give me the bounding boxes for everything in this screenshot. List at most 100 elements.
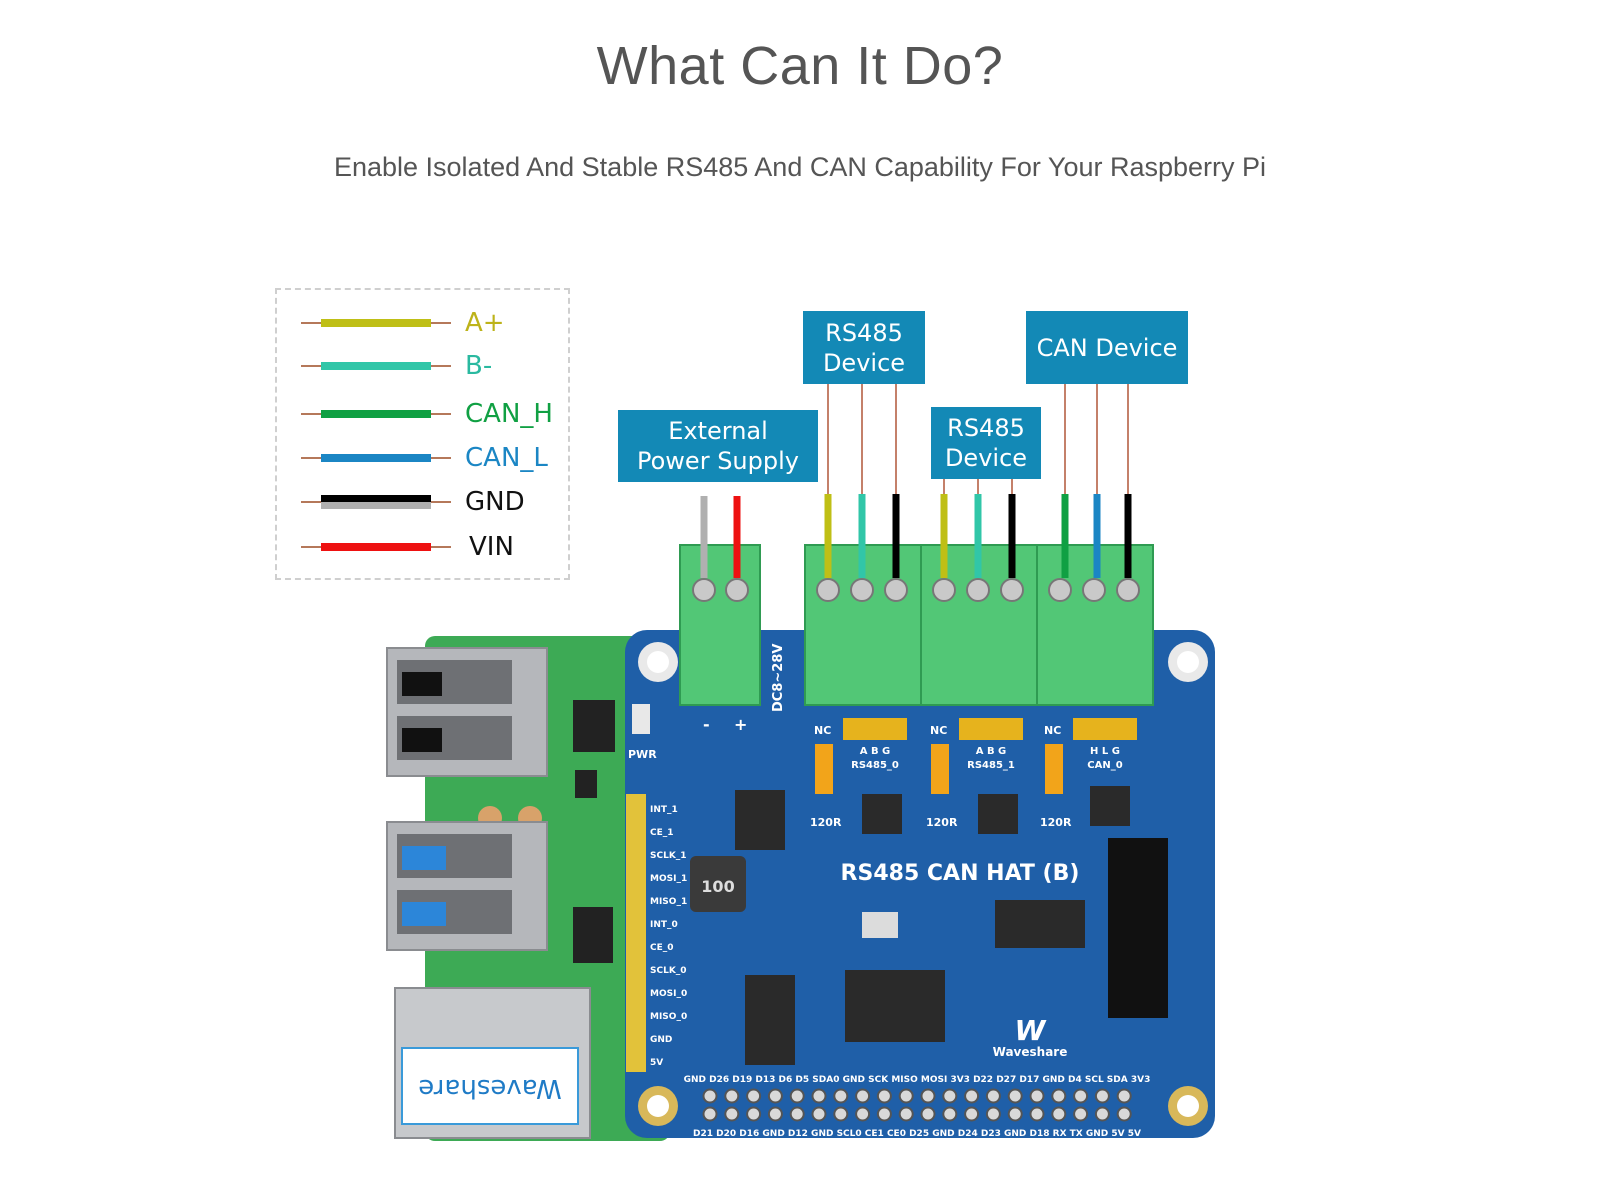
- gpio-pin: [942, 1088, 958, 1104]
- side-pin-label: CE_0: [650, 943, 674, 953]
- nc-label: NC: [930, 724, 947, 737]
- wire-legend: A+ B- CAN_H CAN_L GND VIN: [275, 288, 570, 580]
- mcp2515-chip: [845, 970, 945, 1042]
- side-pin-labels: INT_1CE_1SCLK_1MOSI_1MISO_1INT_0CE_0SCLK…: [650, 805, 687, 1068]
- isolator-chip: [735, 790, 785, 850]
- callout-external-power-supply: External Power Supply: [618, 410, 818, 482]
- gpio-pin: [702, 1106, 718, 1122]
- jumper-rs485-1: NC A B G RS485_1 120R: [926, 718, 1023, 834]
- waveshare-logo-icon: W: [1015, 1014, 1047, 1047]
- jumper-name-label: CAN_0: [1087, 760, 1122, 771]
- side-pin-label: MOSI_1: [650, 874, 687, 884]
- gpio-pin: [942, 1106, 958, 1122]
- inductor-label: 100: [701, 877, 734, 896]
- power-plus-label: +: [734, 715, 747, 734]
- side-pin-header: [626, 794, 646, 1072]
- jumper-pins-label: H L G: [1090, 746, 1120, 757]
- legend-label: CAN_L: [465, 443, 548, 473]
- callout-rs485-device-2: RS485 Device: [931, 407, 1041, 479]
- callout-line-1: CAN Device: [1036, 333, 1178, 362]
- legend-item-b-minus: B-: [277, 349, 572, 385]
- gpio-pin: [1094, 1088, 1110, 1104]
- gpio-pin: [855, 1088, 871, 1104]
- jumper-rs485-0: NC A B G RS485_0 120R: [810, 718, 907, 834]
- gpio-pin: [811, 1088, 827, 1104]
- term-label: 120R: [1040, 816, 1072, 829]
- gpio-pin: [920, 1088, 936, 1104]
- jumper-name-label: RS485_1: [967, 760, 1015, 771]
- callout-can-device: CAN Device: [1026, 311, 1188, 384]
- legend-label: CAN_H: [465, 399, 553, 429]
- gpio-pin: [767, 1088, 783, 1104]
- pwr-label: PWR: [628, 748, 657, 761]
- gpio-pin: [876, 1088, 892, 1104]
- vin-swatch: [321, 543, 431, 551]
- legend-label: VIN: [469, 532, 514, 562]
- board-name: RS485 CAN HAT (B): [841, 861, 1080, 886]
- gpio-pin: [1073, 1106, 1089, 1122]
- brand-label: Waveshare: [993, 1045, 1068, 1059]
- gpio-pin: [746, 1088, 762, 1104]
- page-subtitle: Enable Isolated And Stable RS485 And CAN…: [333, 152, 1267, 182]
- callout-line-1: RS485: [947, 414, 1025, 442]
- gpio-pin: [702, 1088, 718, 1104]
- gpio-pin: [724, 1088, 740, 1104]
- sc16-chip: [745, 975, 795, 1065]
- side-pin-label: INT_0: [650, 920, 678, 930]
- legend-label: GND: [465, 487, 525, 517]
- jumper-pins-label: A B G: [976, 746, 1007, 757]
- side-pin-label: INT_1: [650, 805, 678, 815]
- legend-label: B-: [465, 351, 493, 381]
- gpio-pin: [855, 1106, 871, 1122]
- legend-item-can-l: CAN_L: [277, 441, 572, 477]
- ethernet-port: Waveshare: [394, 987, 591, 1139]
- gpio-pin: [1116, 1088, 1132, 1104]
- jumper-pins-label: A B G: [860, 746, 891, 757]
- can-l-swatch: [321, 454, 431, 462]
- gpio-pin: [898, 1088, 914, 1104]
- transceiver-chip: [995, 900, 1085, 948]
- gpio-pin: [1116, 1106, 1132, 1122]
- gpio-pin: [833, 1106, 849, 1122]
- side-pin-label: MISO_1: [650, 897, 687, 907]
- power-terminal-block: [679, 544, 761, 706]
- ethernet-sticker-text: Waveshare: [418, 1073, 561, 1103]
- pi-chip: [573, 700, 615, 752]
- gpio-pin: [1073, 1088, 1089, 1104]
- a-plus-swatch: [321, 319, 431, 327]
- legend-item-vin: VIN: [277, 530, 572, 566]
- crystal: [862, 912, 898, 938]
- side-pin-label: MOSI_0: [650, 989, 687, 999]
- gpio-pin: [985, 1106, 1001, 1122]
- gpio-pin: [876, 1106, 892, 1122]
- gpio-pin: [811, 1106, 827, 1122]
- gpio-pin: [985, 1088, 1001, 1104]
- legend-item-can-h: CAN_H: [277, 397, 572, 433]
- voltage-label: DC8~28V: [771, 644, 786, 712]
- term-label: 120R: [810, 816, 842, 829]
- side-pin-label: GND: [650, 1035, 672, 1045]
- gpio-pin: [964, 1088, 980, 1104]
- gpio-pin: [789, 1088, 805, 1104]
- gpio-pin: [724, 1106, 740, 1122]
- usb3-port: [386, 821, 548, 951]
- gpio-pin: [964, 1106, 980, 1122]
- gpio-pin: [789, 1106, 805, 1122]
- connector: [1108, 838, 1168, 1018]
- callout-line-2: Device: [822, 348, 906, 377]
- legend-label: A+: [465, 308, 505, 338]
- side-pin-label: SCLK_1: [650, 851, 687, 861]
- gnd-swatch: [321, 495, 431, 509]
- power-minus-label: -: [703, 715, 710, 734]
- gpio-pin: [1051, 1106, 1067, 1122]
- jumper-name-label: RS485_0: [851, 760, 899, 771]
- gpio-pin: [1029, 1088, 1045, 1104]
- nc-label: NC: [814, 724, 831, 737]
- callout-line-1: External: [668, 417, 768, 445]
- nc-label: NC: [1044, 724, 1061, 737]
- term-label: 120R: [926, 816, 958, 829]
- callout-line-2: Device: [944, 444, 1028, 472]
- header-top-labels: GND D26 D19 D13 D6 D5 SDA0 GND SCK MISO …: [684, 1075, 1151, 1085]
- legend-item-a-plus: A+: [277, 306, 572, 342]
